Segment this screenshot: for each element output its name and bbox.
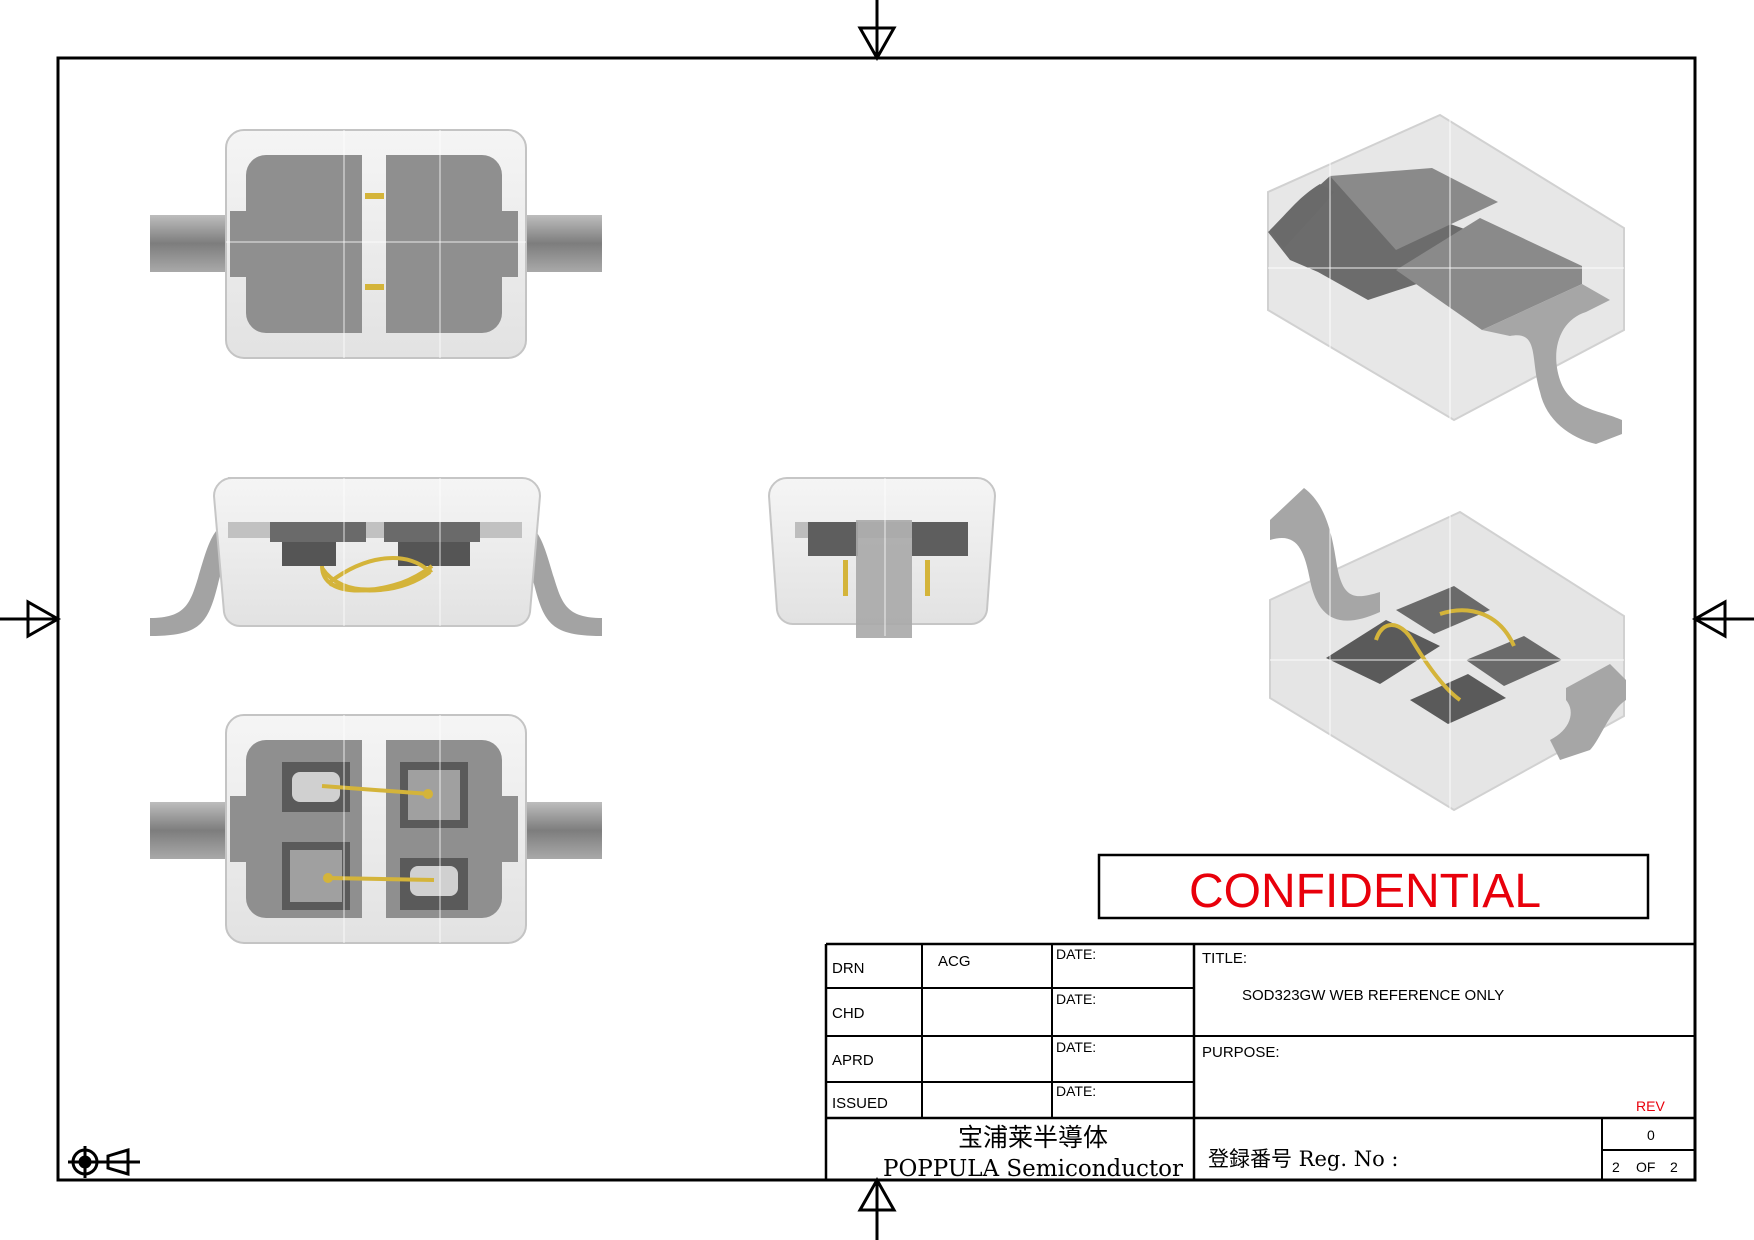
issued-label: ISSUED — [832, 1095, 888, 1112]
centering-arrow-icon-top — [857, 0, 897, 62]
centering-arrow-icon-right — [1691, 599, 1754, 639]
front-view — [150, 477, 602, 636]
first-angle-projection-icon — [68, 1146, 140, 1178]
side-view — [767, 477, 997, 638]
aprd-label: APRD — [832, 1052, 874, 1069]
isometric-top-view — [1267, 113, 1625, 444]
rev-value: 0 — [1647, 1127, 1655, 1143]
sheet-current: 2 — [1612, 1159, 1620, 1175]
isometric-bottom-view — [1269, 488, 1626, 812]
top-view — [150, 129, 602, 359]
company-name-cn: 宝浦莱半導体 — [958, 1123, 1108, 1152]
confidential-stamp: CONFIDENTIAL — [1097, 853, 1650, 920]
confidential-text: CONFIDENTIAL — [1189, 865, 1541, 918]
aprd-date-label: DATE: — [1056, 1039, 1096, 1055]
company-name-en: POPPULA Semiconductor — [883, 1156, 1183, 1182]
drn-label: DRN — [832, 960, 865, 977]
reg-number-label: 登録番号 Reg. No : — [1208, 1147, 1398, 1171]
purpose-label: PURPOSE: — [1202, 1044, 1280, 1061]
bottom-view — [150, 714, 602, 944]
sheet-of: OF — [1636, 1159, 1655, 1175]
rev-label: REV — [1636, 1098, 1665, 1114]
drawing-title: SOD323GW WEB REFERENCE ONLY — [1242, 987, 1504, 1004]
chd-label: CHD — [832, 1005, 865, 1022]
issued-date-label: DATE: — [1056, 1083, 1096, 1099]
drn-value: ACG — [938, 953, 971, 970]
title-label: TITLE: — [1202, 950, 1247, 967]
title-block — [824, 942, 1695, 1180]
centering-arrow-icon-left — [0, 599, 62, 639]
chd-date-label: DATE: — [1056, 991, 1096, 1007]
sheet-total: 2 — [1670, 1159, 1678, 1175]
centering-arrow-icon-bottom — [857, 1176, 897, 1240]
drn-date-label: DATE: — [1056, 946, 1096, 962]
